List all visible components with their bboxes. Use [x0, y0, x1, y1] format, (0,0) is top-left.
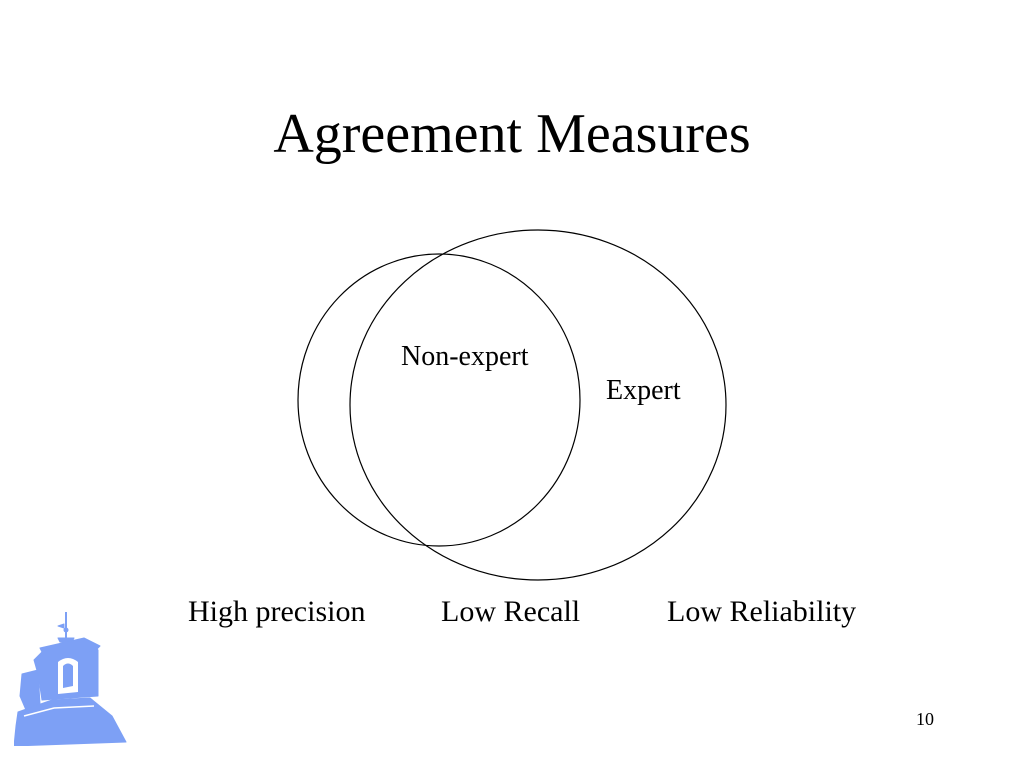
page-number: 10 — [916, 709, 934, 729]
low-reliability-label: Low Reliability — [667, 595, 857, 628]
expert-label: Expert — [606, 375, 681, 406]
expert-circle — [349, 229, 727, 581]
low-recall-label: Low Recall — [441, 595, 581, 628]
non-expert-circle — [297, 253, 581, 547]
non-expert-label: Non-expert — [401, 341, 529, 372]
slide-title: Agreement Measures — [273, 103, 751, 165]
high-precision-label: High precision — [188, 595, 366, 628]
college-building-cupola-icon — [14, 612, 127, 746]
